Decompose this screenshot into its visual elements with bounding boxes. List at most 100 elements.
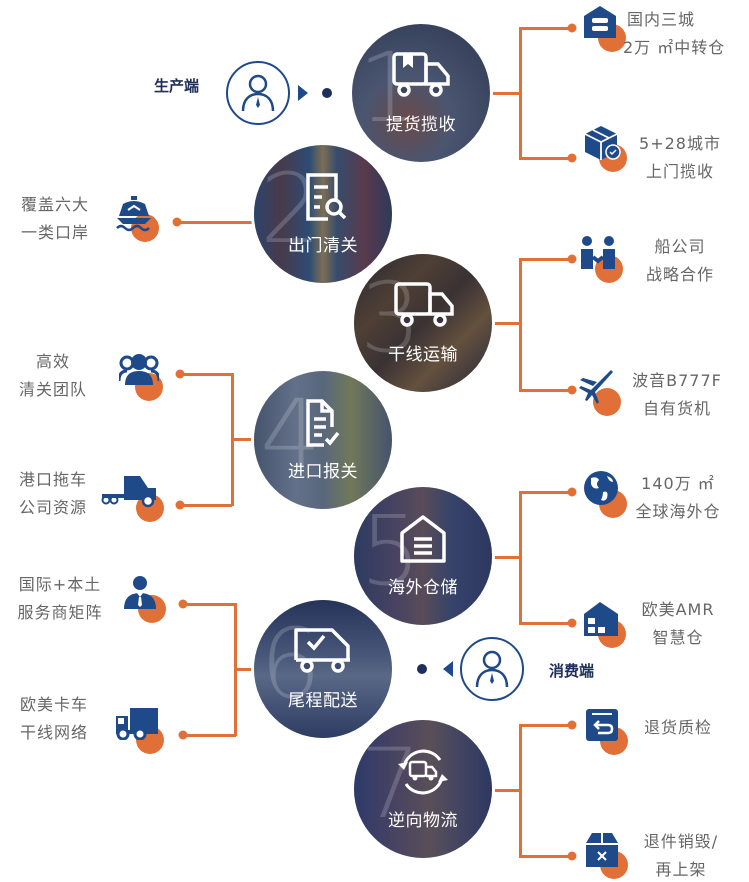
connector — [519, 258, 522, 391]
airplane-icon — [579, 370, 613, 404]
connector-dot — [567, 487, 577, 497]
ship-icon — [116, 196, 151, 232]
lorry-icon — [116, 708, 158, 740]
consumer-actor — [460, 637, 524, 701]
feature-icon-amr-warehouse — [582, 600, 626, 648]
feature-icon-cargo-plane — [577, 368, 621, 416]
step-label: 逆向物流 — [388, 811, 458, 831]
connector-dot — [172, 217, 182, 227]
feature-icon-transit-warehouse — [582, 4, 626, 52]
globe-icon — [584, 471, 618, 505]
connector — [180, 373, 232, 376]
step-last-mile: 6 尾程配送 — [254, 600, 392, 738]
connector — [183, 734, 236, 737]
connector — [519, 491, 572, 494]
feature-icon-door-pickup — [583, 124, 627, 172]
connector-dot — [178, 599, 188, 609]
tractor-truck-icon — [101, 476, 156, 508]
connector-dot — [567, 618, 577, 628]
truck-bookmark-icon — [392, 52, 450, 97]
feature-text: 国内三城 2万 ㎡中转仓 — [623, 10, 726, 57]
connector-dot — [567, 385, 577, 395]
feature-icon-service-providers — [122, 575, 166, 623]
feature-text: 覆盖六大 一类口岸 — [20, 195, 89, 242]
connector — [519, 389, 572, 392]
feature-icon-global-warehouse — [583, 470, 627, 518]
connector-dot — [567, 254, 577, 264]
user-icon — [475, 650, 509, 688]
box-x-icon — [586, 833, 618, 867]
return-box-icon — [586, 709, 618, 741]
connector — [519, 491, 522, 624]
feature-icon-port-trucking — [100, 474, 164, 522]
connector-dot — [567, 23, 577, 33]
team-icon — [119, 354, 159, 385]
step-import-customs: 4 进口报关 — [254, 371, 392, 509]
step-reverse-logistics: 7 逆向物流 — [354, 720, 492, 858]
arrow-right-icon — [298, 85, 308, 101]
handshake-icon — [581, 236, 615, 269]
consumer-label: 消费端 — [549, 662, 595, 680]
truck-check-icon — [294, 628, 350, 673]
step-label: 出门清关 — [288, 236, 358, 256]
arrow-left-icon — [443, 661, 453, 677]
truck-cycle-icon — [398, 749, 448, 795]
user-icon — [241, 74, 275, 112]
feature-text: 船公司 战略合作 — [645, 237, 714, 284]
smart-warehouse-icon — [584, 602, 618, 636]
connector-dot — [178, 730, 188, 740]
businessman-icon — [124, 576, 156, 609]
feature-text: 欧美AMR 智慧仓 — [641, 600, 715, 647]
producer-label: 生产端 — [154, 77, 200, 95]
flow-dot — [322, 88, 332, 98]
step-label: 干线运输 — [388, 345, 458, 365]
feature-icon-ports — [115, 194, 159, 242]
step-label: 海外仓储 — [388, 578, 458, 598]
connector — [519, 622, 572, 625]
connector — [180, 504, 232, 507]
feature-text: 波音B777F 自有货机 — [632, 371, 722, 418]
connector — [519, 157, 572, 160]
step-label: 进口报关 — [288, 462, 358, 482]
package-check-icon — [584, 126, 621, 160]
connector-dot — [175, 369, 185, 379]
feature-text: 高效 清关团队 — [18, 352, 87, 399]
connector-dot — [567, 153, 577, 163]
step-label: 提货揽收 — [386, 115, 456, 135]
document-check-icon — [306, 399, 340, 447]
connector — [231, 438, 259, 441]
feature-text: 退货质检 — [643, 718, 712, 737]
warehouse-icon — [400, 515, 446, 563]
feature-icon-shipping-partner — [579, 235, 623, 283]
flow-dot — [417, 664, 427, 674]
connector — [519, 28, 522, 159]
producer-actor — [226, 61, 290, 125]
warehouse-icon — [584, 6, 616, 38]
connector — [488, 92, 521, 95]
document-search-icon — [306, 173, 347, 221]
connector — [178, 221, 258, 224]
connector-dot — [175, 500, 185, 510]
feature-text: 140万 ㎡ 全球海外仓 — [635, 474, 721, 521]
connector — [519, 724, 522, 857]
feature-text: 退件销毁/ 再上架 — [643, 832, 719, 879]
connector — [490, 322, 521, 325]
connector — [490, 789, 521, 792]
connector-dot — [567, 851, 577, 861]
connector — [519, 258, 572, 261]
connector — [234, 668, 259, 671]
connector — [183, 603, 236, 606]
feature-icon-return-inspection — [584, 707, 628, 755]
connector-dot — [567, 720, 577, 730]
connector — [519, 27, 572, 30]
feature-text: 欧美卡车 干线网络 — [19, 695, 88, 742]
feature-text: 港口拖车 公司资源 — [18, 470, 87, 517]
feature-icon-customs-team — [119, 353, 163, 401]
feature-icon-destroy-restock — [584, 831, 628, 879]
step-label: 尾程配送 — [288, 691, 358, 711]
step-linehaul: 3 干线运输 — [354, 254, 492, 392]
step-pickup: 1 提货揽收 — [352, 24, 490, 162]
feature-icon-truck-network — [114, 706, 164, 754]
feature-text: 国际+本土 服务商矩阵 — [17, 575, 103, 622]
connector — [519, 855, 572, 858]
